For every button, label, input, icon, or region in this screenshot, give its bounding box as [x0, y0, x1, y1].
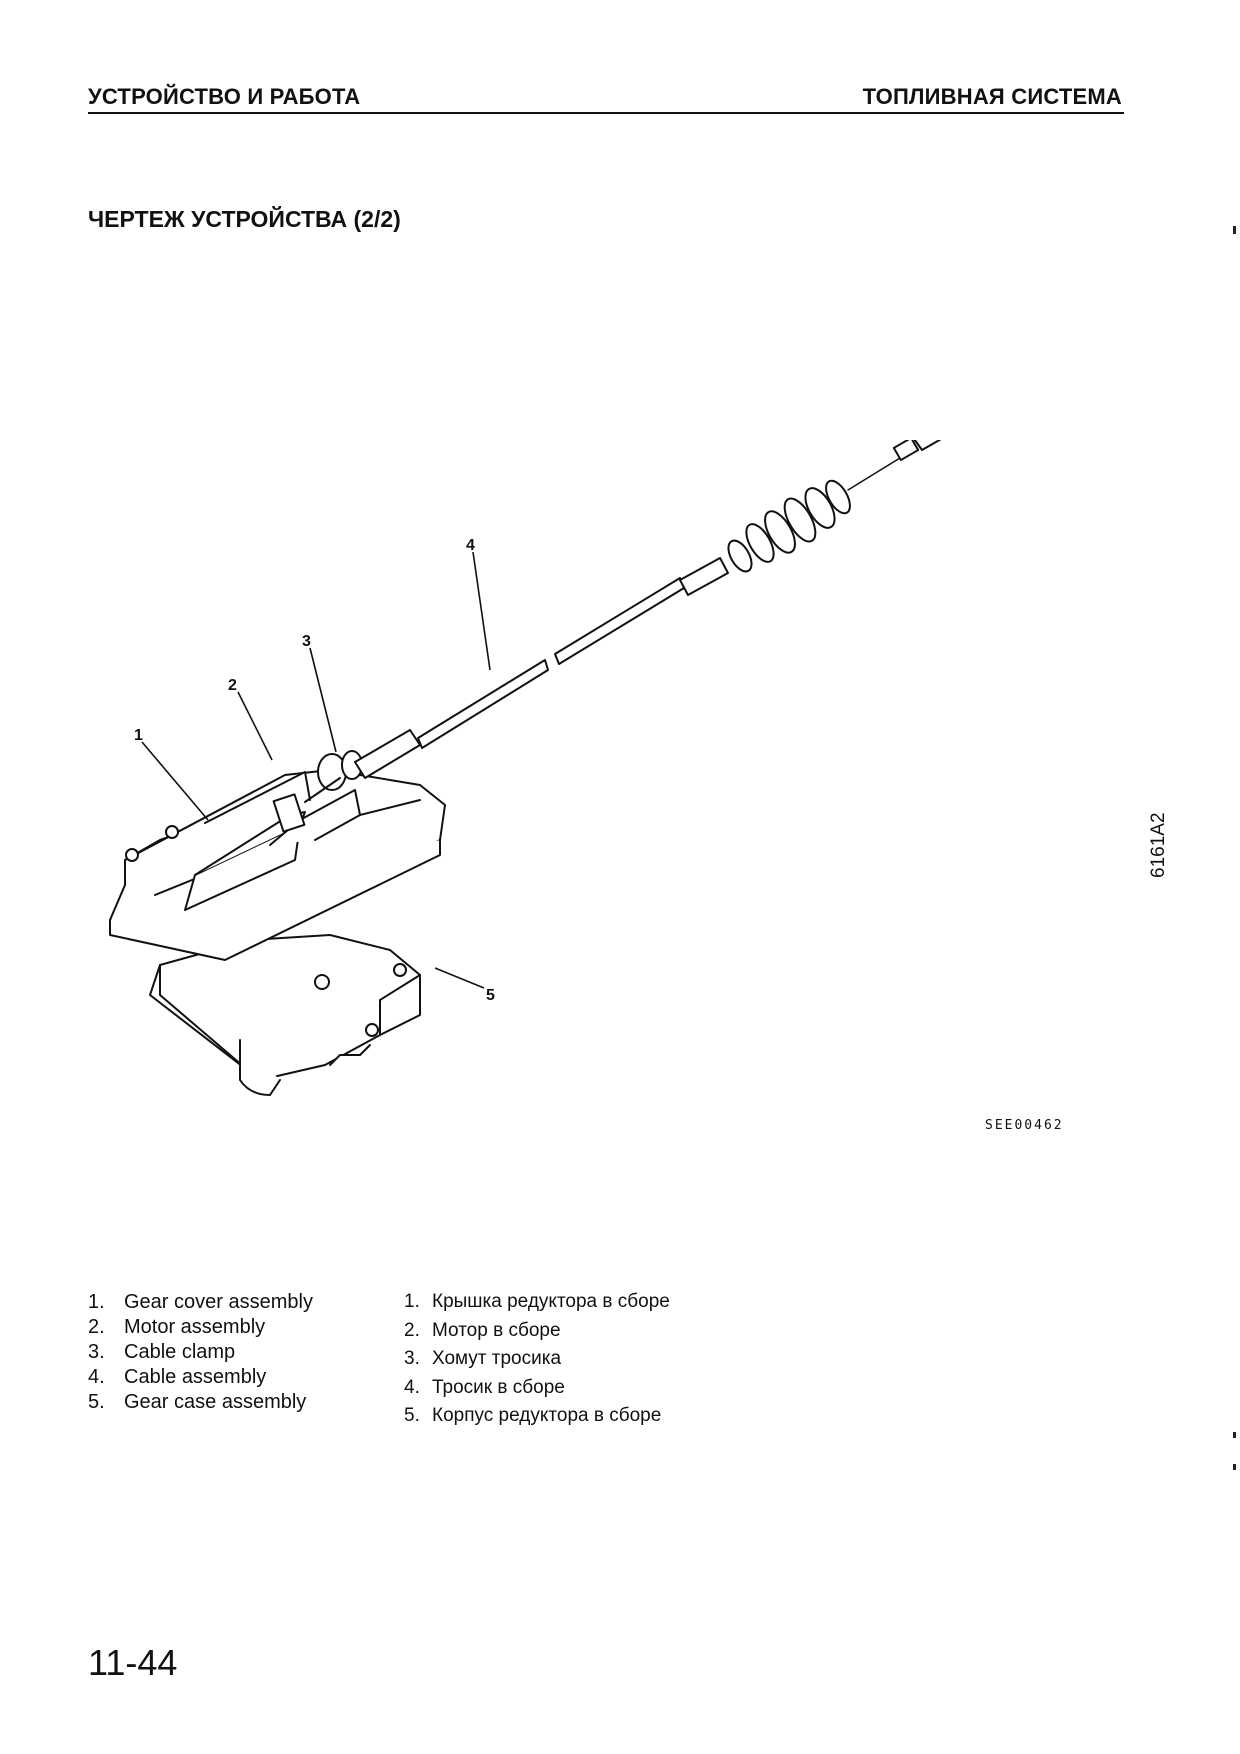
- page-number: 11-44: [88, 1642, 178, 1683]
- cable-clamp-part: [272, 750, 363, 833]
- leader-line-5: [434, 967, 485, 989]
- legend-text: Cable assembly: [124, 1366, 267, 1388]
- legend-item: 1. Gear cover assembly: [88, 1290, 313, 1315]
- legend-item: 4. Cable assembly: [88, 1365, 313, 1390]
- legend-text: Тросик в сборе: [432, 1376, 565, 1398]
- legend-number: 3.: [404, 1348, 420, 1369]
- legend-text: Cable clamp: [124, 1341, 236, 1363]
- legend-text: Мотор в сборе: [432, 1319, 561, 1341]
- header-section-title: ТОПЛИВНАЯ СИСТЕМА: [862, 84, 1122, 109]
- header-chapter-title: УСТРОЙСТВО И РАБОТА: [88, 84, 361, 109]
- legend-number: 1.: [88, 1291, 105, 1313]
- legend-number: 2.: [404, 1319, 420, 1341]
- callout-3: 3: [302, 633, 311, 650]
- gear-case-part: [149, 934, 421, 1096]
- callout-1: 1: [134, 727, 143, 744]
- leader-line-2: [237, 691, 273, 761]
- legend-number: 5.: [88, 1391, 105, 1413]
- callout-5: 5: [486, 987, 495, 1004]
- legend-number: 3.: [88, 1341, 105, 1363]
- leader-line-4: [472, 551, 491, 671]
- legend-text: Gear case assembly: [124, 1391, 307, 1413]
- leader-line-1: [141, 741, 209, 821]
- legend-item: 1. Крышка редуктора в сборе: [404, 1288, 670, 1317]
- figure-drawing-code: SEE00462: [985, 1118, 1064, 1133]
- legend-number: 4.: [88, 1366, 105, 1388]
- legend-english: 1. Gear cover assembly 2. Motor assembly 3…: [88, 1290, 313, 1415]
- leader-line-3: [309, 647, 337, 753]
- legend-item: 5. Корпус редуктора в сборе: [404, 1402, 670, 1431]
- section-title: ЧЕРТЕЖ УСТРОЙСТВА (2/2): [88, 206, 401, 232]
- assembly-drawing: 1 2 3 4 5: [109, 440, 942, 1096]
- legend-item: 4. Тросик в сборе: [404, 1374, 670, 1403]
- legend-item: 3. Хомут тросика: [404, 1345, 670, 1374]
- legend-text: Motor assembly: [124, 1316, 266, 1338]
- figure-side-code: 6161A2: [1148, 812, 1169, 878]
- legend-text: Gear cover assembly: [124, 1291, 313, 1313]
- header-rule: [88, 112, 1124, 114]
- legend-item: 2. Motor assembly: [88, 1315, 313, 1340]
- callout-2: 2: [228, 677, 237, 694]
- legend-russian: 1. Крышка редуктора в сборе 2. Мотор в сбо…: [404, 1288, 670, 1431]
- legend-item: 2. Мотор в сборе: [404, 1317, 670, 1346]
- legend-text: Хомут тросика: [432, 1348, 562, 1369]
- legend-item: 3. Cable clamp: [88, 1340, 313, 1365]
- legend-number: 4.: [404, 1376, 420, 1398]
- margin-tick: [1233, 1464, 1236, 1470]
- cable-assembly-part: [354, 440, 942, 779]
- legend-number: 5.: [404, 1405, 420, 1426]
- margin-tick: [1233, 1432, 1236, 1438]
- legend-number: 1.: [404, 1291, 420, 1312]
- legend-text: Крышка редуктора в сборе: [432, 1291, 670, 1312]
- margin-tick: [1233, 226, 1236, 234]
- legend-item: 5. Gear case assembly: [88, 1390, 313, 1415]
- legend-number: 2.: [88, 1316, 105, 1338]
- legend-text: Корпус редуктора в сборе: [432, 1405, 662, 1426]
- callout-4: 4: [466, 537, 475, 554]
